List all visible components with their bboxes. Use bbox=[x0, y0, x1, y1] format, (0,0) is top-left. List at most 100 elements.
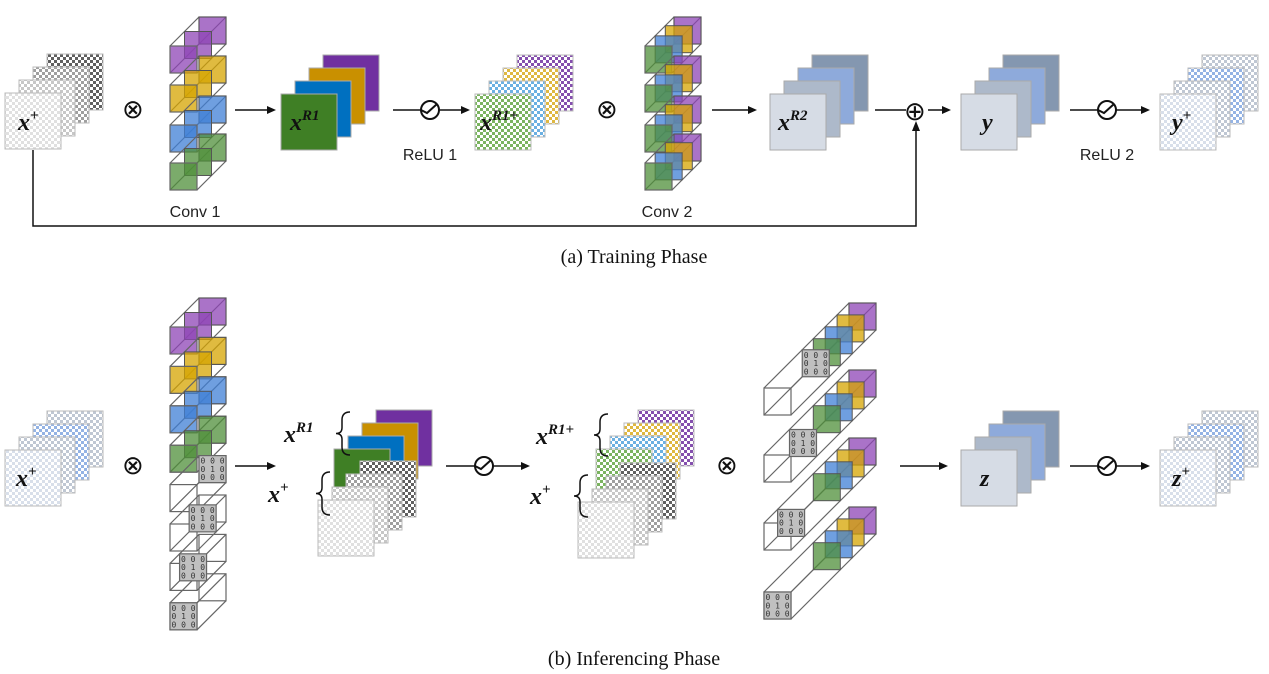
kernel-edge bbox=[169, 455, 200, 486]
identity-kernel-row: 0 1 0 bbox=[181, 563, 205, 572]
conv1-kernel bbox=[169, 133, 227, 191]
arrowhead-icon bbox=[461, 106, 470, 114]
input-x-plus-label: x+ bbox=[17, 108, 39, 136]
y-label: y bbox=[979, 110, 993, 136]
feature-map bbox=[769, 93, 827, 151]
inf-input-x-plus-stack bbox=[4, 410, 104, 507]
kernel-edge bbox=[763, 302, 850, 389]
arrowhead-icon bbox=[521, 462, 530, 470]
kernel-front-edge bbox=[644, 124, 673, 153]
kernel-front-edge bbox=[763, 387, 792, 416]
conv1-label: Conv 1 bbox=[170, 204, 221, 221]
arrowhead-icon bbox=[1141, 462, 1150, 470]
arrowhead-icon bbox=[939, 462, 948, 470]
kernel-slice bbox=[169, 405, 198, 434]
kernel-edge bbox=[763, 369, 850, 456]
identity-kernel-row: 0 0 0 bbox=[779, 510, 803, 519]
diagram-labels: ⊗ ⊗ ⊕ Conv 1 Conv 2 ReLU 1 ReLU 2 x+ xR1… bbox=[15, 95, 1191, 670]
input-x-plus-stack bbox=[4, 53, 104, 150]
inf-x-plus-b-label: x+ bbox=[529, 482, 551, 510]
kernel-edge bbox=[763, 506, 850, 593]
conv-operator-1: ⊗ bbox=[122, 95, 144, 125]
identity-kernel-row: 0 0 0 bbox=[804, 351, 828, 360]
identity-kernel-row: 0 0 0 bbox=[779, 527, 803, 536]
xr2-stack bbox=[769, 54, 869, 151]
kernel-slice bbox=[169, 365, 198, 394]
y-plus-label: y+ bbox=[1169, 108, 1191, 136]
x-plus-a-brace bbox=[315, 471, 331, 516]
kernel-front-edge bbox=[169, 326, 198, 355]
kernel-front-edge bbox=[169, 444, 198, 473]
identity-kernel-row: 0 0 0 bbox=[171, 604, 195, 613]
relu-curve bbox=[1097, 103, 1115, 115]
kernel-front-edge bbox=[644, 162, 673, 191]
relu-curve bbox=[474, 459, 492, 471]
identity-kernel bbox=[198, 455, 227, 484]
conv1-kernel bbox=[169, 16, 227, 74]
xr1-brace bbox=[335, 411, 351, 456]
conv2-kernel bbox=[644, 95, 702, 153]
add-operator: ⊕ bbox=[904, 97, 926, 127]
feature-map bbox=[960, 449, 1018, 507]
inf-input-x-plus-label: x+ bbox=[15, 464, 37, 492]
x-plus-b-brace bbox=[573, 474, 589, 518]
z-plus-stack bbox=[1159, 410, 1259, 507]
conv2-kernel bbox=[644, 16, 702, 74]
conv2-kernel bbox=[644, 133, 702, 191]
kernel-front-edge bbox=[169, 45, 198, 74]
kernel-edge bbox=[790, 396, 877, 483]
y-plus-stack bbox=[1159, 54, 1259, 151]
identity-kernel-row: 0 0 0 bbox=[191, 506, 215, 515]
z-label: z bbox=[979, 466, 990, 492]
identity-kernel-row: 0 0 0 bbox=[181, 571, 205, 580]
inf-x-plus-a-stack bbox=[317, 460, 417, 557]
identity-kernel-row: 0 0 0 bbox=[191, 522, 215, 531]
kernel-edge bbox=[644, 133, 675, 164]
conv-operator-3: ⊗ bbox=[122, 451, 144, 481]
feature-map bbox=[4, 449, 62, 507]
z-plus-label: z+ bbox=[1171, 464, 1190, 492]
fused-conv2-kernel bbox=[763, 506, 877, 620]
kernel-edge bbox=[169, 494, 200, 525]
identity-kernel-row: 0 1 0 bbox=[200, 465, 224, 474]
feature-map bbox=[960, 93, 1018, 151]
fused-conv1-kernel bbox=[169, 336, 227, 394]
conv1-kernel bbox=[169, 95, 227, 153]
kernel-front-edge bbox=[763, 454, 792, 483]
feature-map bbox=[317, 499, 375, 557]
identity-kernel-row: 0 0 0 bbox=[200, 473, 224, 482]
feature-map bbox=[1159, 93, 1217, 151]
feature-map bbox=[474, 93, 532, 151]
y-stack bbox=[960, 54, 1060, 151]
feature-map bbox=[1159, 449, 1217, 507]
identity-kernel bbox=[763, 591, 792, 620]
kernel-front-edge bbox=[169, 405, 198, 434]
fused-conv1-kernel bbox=[169, 376, 227, 434]
kernel-slice bbox=[812, 473, 841, 502]
identity-kernel bbox=[188, 504, 217, 533]
kernel-edge bbox=[196, 521, 227, 552]
kernel-edge bbox=[790, 533, 877, 620]
fused-conv1-kernel bbox=[169, 415, 227, 473]
xr1plus-brace bbox=[593, 413, 609, 457]
skip-connection-line bbox=[32, 130, 917, 227]
kernel-edge bbox=[196, 560, 227, 591]
kernel-slice bbox=[812, 405, 841, 434]
identity-kernel-layer: 0 0 00 1 00 0 00 0 00 1 00 0 00 0 00 1 0… bbox=[169, 349, 830, 631]
kernel-edge bbox=[169, 482, 200, 513]
conv-operator-4: ⊗ bbox=[716, 451, 738, 481]
kernel-edge bbox=[790, 329, 877, 416]
feature-map bbox=[4, 92, 62, 150]
feature-map bbox=[577, 501, 635, 559]
arrowhead-icon bbox=[267, 106, 276, 114]
kernel-slice bbox=[812, 542, 841, 571]
identity-kernel bbox=[788, 428, 818, 458]
kernel-edge bbox=[196, 573, 227, 604]
kernel-slice bbox=[169, 162, 198, 191]
kernel-slice bbox=[169, 124, 198, 153]
identity-kernel-row: 0 0 0 bbox=[791, 431, 815, 440]
identity-kernel-row: 0 1 0 bbox=[765, 601, 789, 610]
xr1plus-label: xR1+ bbox=[479, 108, 518, 136]
identity-kernel-row: 0 0 0 bbox=[765, 593, 789, 602]
